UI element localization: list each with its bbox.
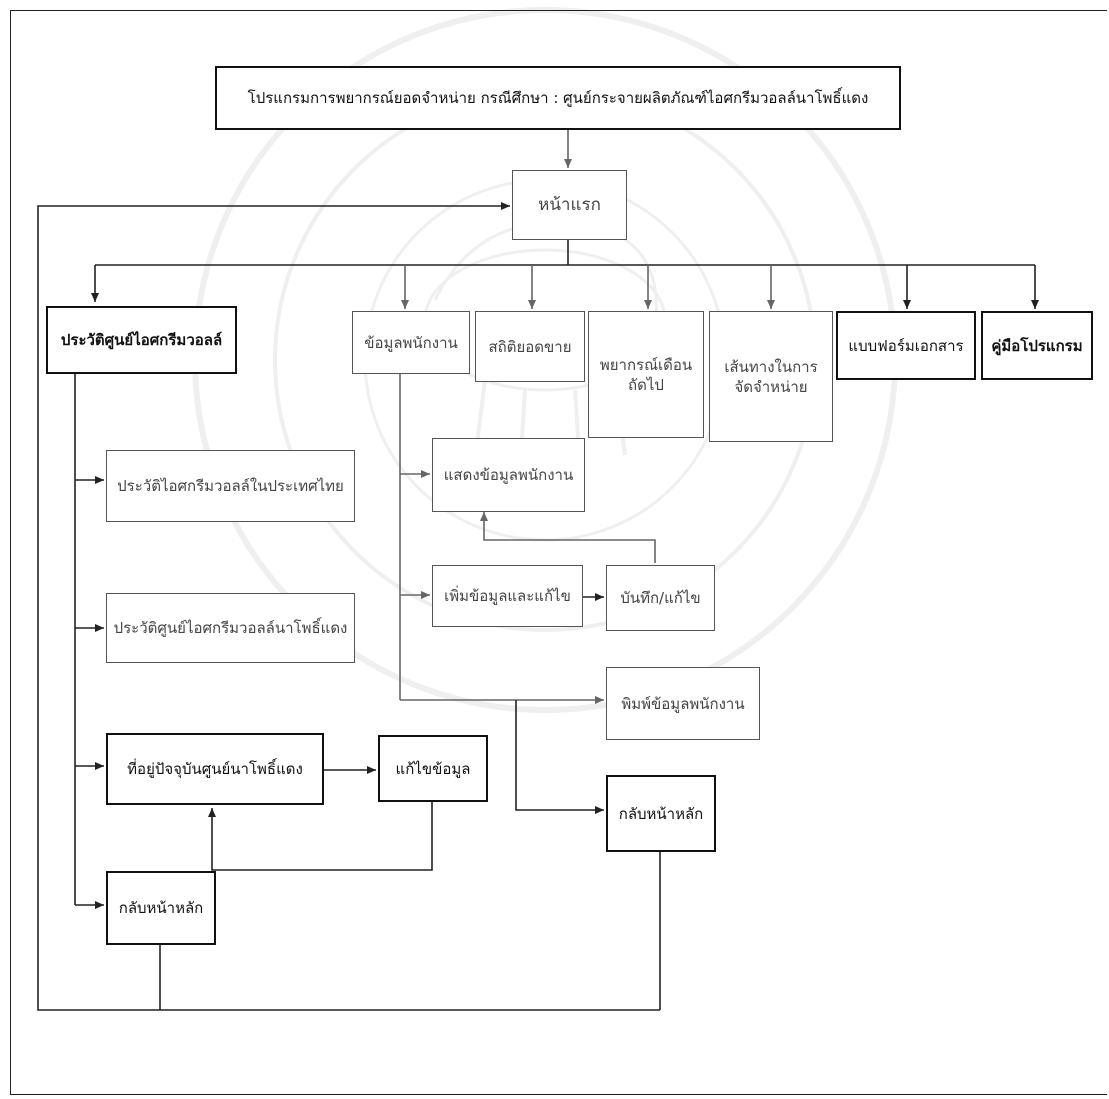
ice-cream-history-thailand-box: ประวัติไอศกรีมวอลล์ในประเทศไทย [106, 450, 355, 522]
sales-stats-box: สถิติยอดขาย [475, 311, 585, 382]
page-frame [10, 10, 1107, 1095]
current-address-box: ที่อยู่ปัจจุบันศูนย์นาโพธิ์แดง [106, 733, 324, 805]
employee-back-home-box: กลับหน้าหลัก [606, 775, 716, 852]
forecast-next-month-box: พยากรณ์เดือนถัดไป [588, 311, 704, 438]
edit-data-box: แก้ไขข้อมูล [378, 735, 488, 802]
save-edit-box: บันทึก/แก้ไข [606, 565, 715, 631]
title-box: โปรแกรมการพยากรณ์ยอดจำหน่าย กรณีศึกษา : … [215, 66, 901, 130]
program-manual-box: คู่มือโปรแกรม [981, 311, 1093, 380]
home-box: หน้าแรก [512, 170, 627, 240]
show-employee-box: แสดงข้อมูลพนักงาน [432, 438, 585, 512]
employee-info-box: ข้อมูลพนักงาน [352, 311, 470, 374]
document-forms-box: แบบฟอร์มเอกสาร [836, 311, 976, 380]
history-box: ประวัติศูนย์ไอศกรีมวอลล์ [46, 306, 237, 374]
history-back-home-box: กลับหน้าหลัก [106, 871, 216, 945]
add-edit-employee-box: เพิ่มข้อมูลและแก้ไข [432, 565, 583, 627]
distribution-route-box: เส้นทางในการจัดจำหน่าย [709, 311, 833, 442]
center-history-box: ประวัติศูนย์ไอศกรีมวอลล์นาโพธิ์แดง [106, 593, 355, 663]
print-employee-box: พิมพ์ข้อมูลพนักงาน [606, 667, 760, 740]
